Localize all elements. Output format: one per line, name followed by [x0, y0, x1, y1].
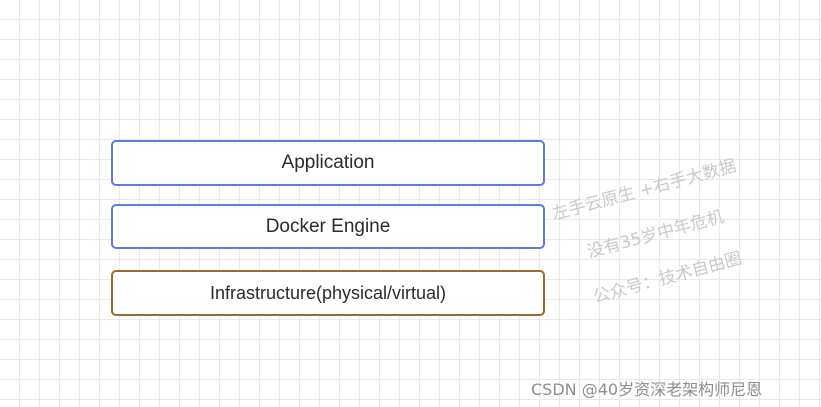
- layer-docker-engine: Docker Engine: [111, 204, 545, 249]
- layer-infrastructure-label: Infrastructure(physical/virtual): [209, 282, 447, 303]
- layer-application-label: Application: [281, 152, 375, 173]
- layer-application: Application: [111, 140, 545, 186]
- layer-infrastructure: Infrastructure(physical/virtual): [111, 270, 545, 316]
- credit-watermark: CSDN @40岁资深老架构师尼恩: [531, 380, 763, 399]
- layer-docker-engine-label: Docker Engine: [265, 215, 391, 237]
